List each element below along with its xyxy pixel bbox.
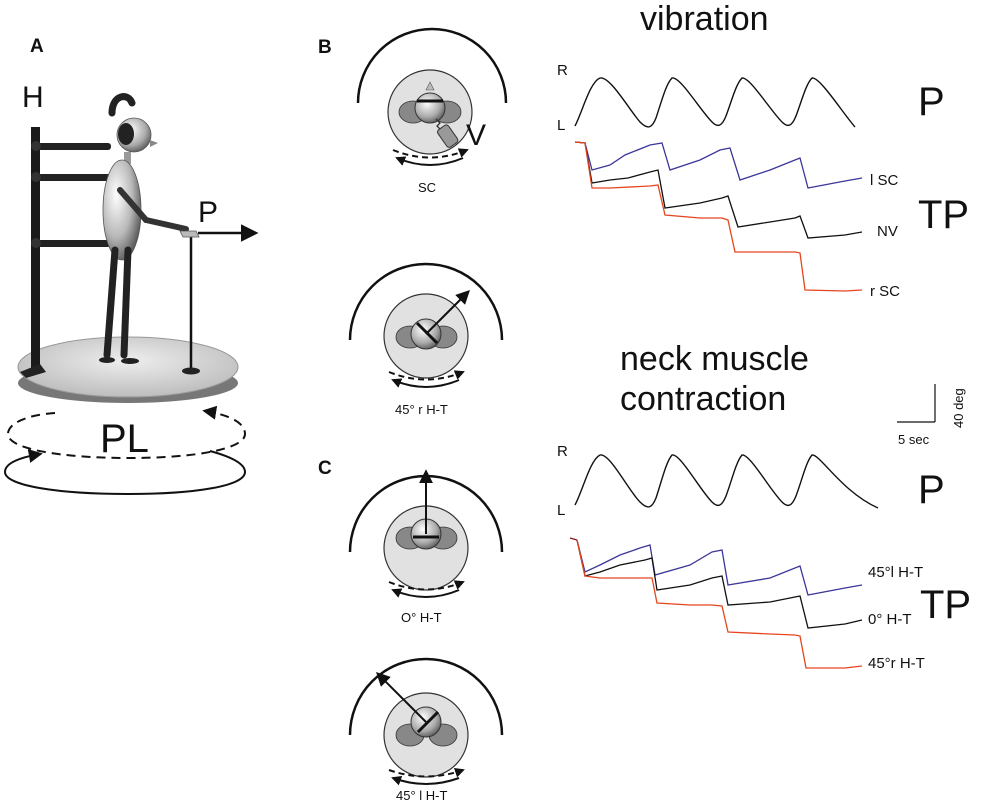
icon-45-left: 45° l H-T: [348, 657, 504, 803]
neck-trace-45-left: [576, 539, 863, 596]
neck-platform-trace: [574, 454, 879, 509]
panel-c-label: C: [318, 458, 332, 479]
subject-figure: [99, 93, 189, 364]
label-45-right: 45° r H-T: [395, 402, 448, 417]
neck-traces: neck muscle contraction 5 sec 40 deg R L…: [557, 340, 971, 672]
sc-label: SC: [418, 180, 436, 195]
support-frame: [20, 127, 111, 378]
vibration-title: vibration: [640, 0, 769, 38]
neck-title-line1: neck muscle: [620, 340, 809, 378]
panel-b-label: B: [318, 37, 332, 58]
neck-trace-45-right: [576, 539, 863, 669]
neck-tp-label: TP: [920, 583, 971, 627]
neck-series-0: 0° H-T: [868, 611, 912, 628]
platform-rotation-arrows: [3, 405, 247, 496]
neck-r-label: R: [557, 443, 568, 460]
vib-p-label: P: [918, 80, 945, 124]
scale-x-label: 5 sec: [898, 432, 930, 447]
icon-0: O° H-T: [348, 469, 504, 625]
vib-r-label: R: [557, 62, 568, 79]
pl-label: PL: [100, 417, 149, 461]
pointer: [179, 230, 200, 375]
label-0: O° H-T: [401, 610, 442, 625]
platform: [17, 336, 239, 403]
vib-l-label: L: [557, 117, 565, 134]
vib-series-l-sc: l SC: [870, 172, 899, 189]
neck-series-45-right: 45°r H-T: [868, 655, 925, 672]
vib-series-nv: NV: [877, 223, 898, 240]
vib-trace-nv: [574, 141, 863, 239]
neck-title-line2: contraction: [620, 380, 786, 418]
vib-platform-trace: [574, 77, 856, 128]
neck-l-label: L: [557, 502, 565, 519]
vib-series-r-sc: r SC: [870, 283, 900, 300]
h-label: H: [22, 81, 44, 114]
vib-tp-label: TP: [918, 193, 969, 237]
neck-trace-origin: [569, 537, 578, 541]
vibrator-label: V: [466, 119, 486, 152]
panel-a: A H: [3, 36, 259, 496]
scale-bar: 5 sec 40 deg: [897, 384, 966, 447]
p-label: P: [198, 196, 218, 229]
icon-vibration: V SC: [356, 27, 508, 195]
vib-trace-r-sc: [574, 141, 863, 292]
neck-trace-0: [576, 539, 863, 629]
panel-a-label: A: [30, 36, 44, 57]
vibration-traces: vibration R L P l SC NV r SC TP: [557, 0, 969, 300]
label-45-left: 45° l H-T: [396, 788, 447, 803]
vib-trace-l-sc: [574, 141, 863, 189]
icon-45-right: 45° r H-T: [348, 262, 504, 417]
neck-p-label: P: [918, 468, 945, 512]
scale-y-label: 40 deg: [951, 388, 966, 428]
neck-series-45-left: 45°l H-T: [868, 564, 923, 581]
